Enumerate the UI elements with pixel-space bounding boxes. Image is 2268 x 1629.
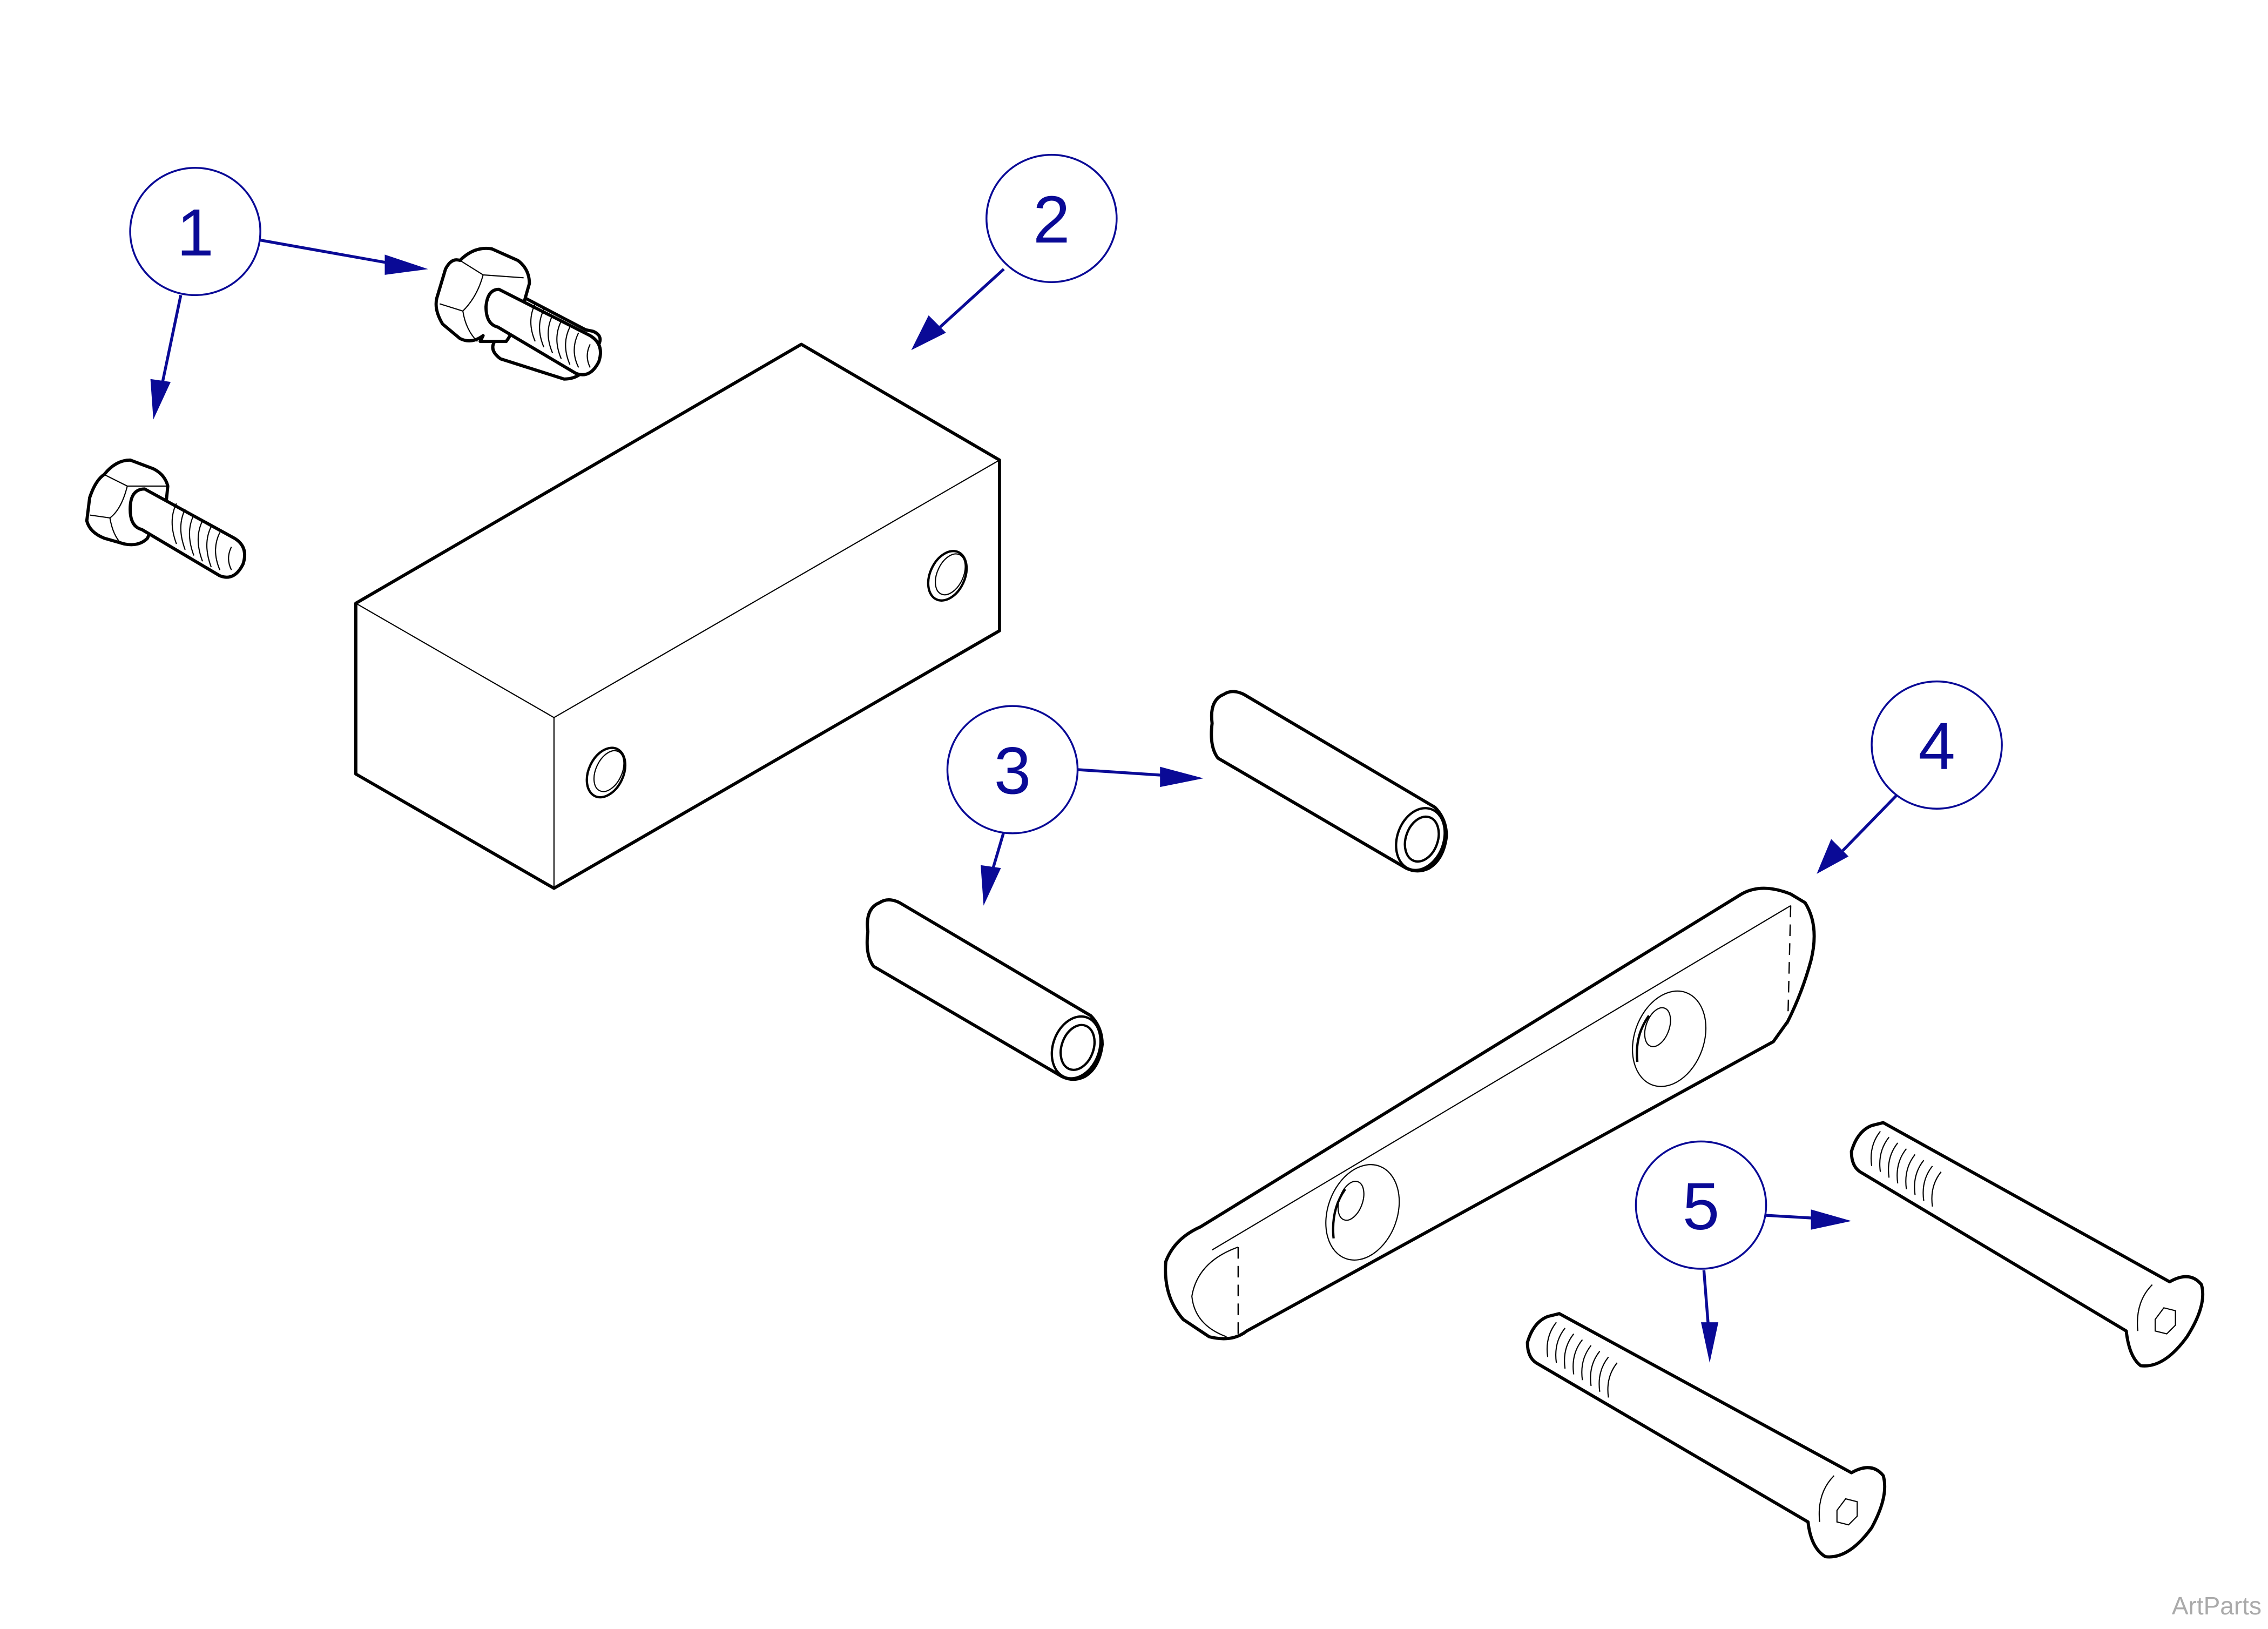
hex-bolt-lower bbox=[85, 458, 246, 579]
rectangular-block bbox=[354, 342, 1001, 890]
hex-bolt-upper bbox=[434, 246, 602, 381]
link-plate bbox=[1164, 886, 1816, 1341]
watermark-text: ArtParts bbox=[2171, 1592, 2262, 1620]
callout-4: 4 bbox=[1817, 680, 2003, 874]
callout-1: 1 bbox=[129, 166, 428, 420]
callout-2-number: 2 bbox=[1033, 183, 1070, 257]
spacer-lower bbox=[865, 898, 1104, 1081]
callout-5: 5 bbox=[1635, 1140, 1852, 1363]
flat-head-screw-lower bbox=[1526, 1312, 1887, 1559]
callout-3: 3 bbox=[946, 705, 1204, 906]
spacer-upper bbox=[1210, 690, 1448, 873]
callout-2: 2 bbox=[911, 153, 1118, 351]
callout-4-number: 4 bbox=[1918, 709, 1955, 784]
flat-head-screw-upper bbox=[1850, 1121, 2205, 1368]
callout-5-number: 5 bbox=[1683, 1169, 1720, 1244]
callout-3-number: 3 bbox=[994, 734, 1031, 809]
callout-1-number: 1 bbox=[177, 196, 214, 270]
